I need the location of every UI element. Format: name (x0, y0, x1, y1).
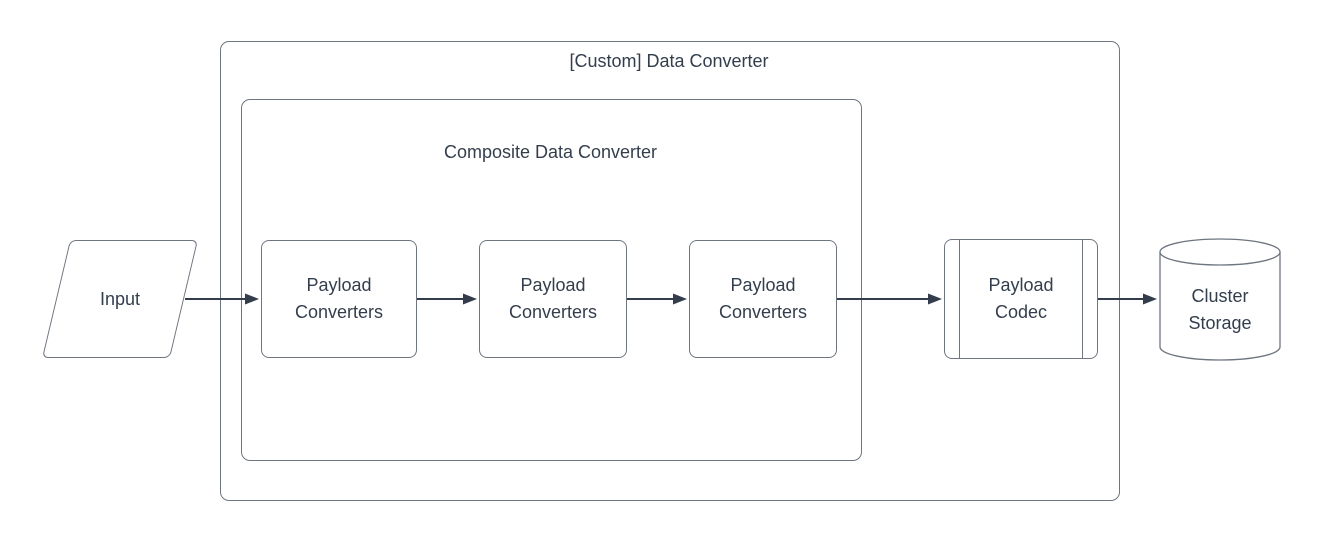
node-payload-converters-3: Payload Converters (689, 240, 837, 358)
cylinder-shape (1159, 238, 1281, 361)
container-custom-data-converter (220, 41, 1120, 501)
node-cluster-storage-label: Cluster Storage (1188, 286, 1252, 333)
node-payload-converters-1-label: Payload Converters (294, 275, 384, 322)
container-composite-data-converter (241, 99, 862, 461)
node-cluster-storage: Cluster Storage (1158, 238, 1282, 362)
subroutine-right-line (1082, 240, 1083, 358)
node-payload-codec: Payload Codec (944, 239, 1098, 359)
node-payload-converters-3-label: Payload Converters (718, 275, 808, 322)
container-composite-data-converter-title: Composite Data Converter (443, 142, 658, 162)
node-payload-converters-2: Payload Converters (479, 240, 627, 358)
node-payload-codec-label: Payload Codec (988, 275, 1054, 322)
node-payload-converters-2-label: Payload Converters (508, 275, 598, 322)
subroutine-left-line (959, 240, 960, 358)
arrowhead-icon (1143, 293, 1157, 305)
container-custom-data-converter-title: [Custom] Data Converter (569, 51, 769, 71)
node-input: Input (41, 240, 199, 358)
node-input-label: Input (99, 288, 141, 309)
node-payload-converters-1: Payload Converters (261, 240, 417, 358)
